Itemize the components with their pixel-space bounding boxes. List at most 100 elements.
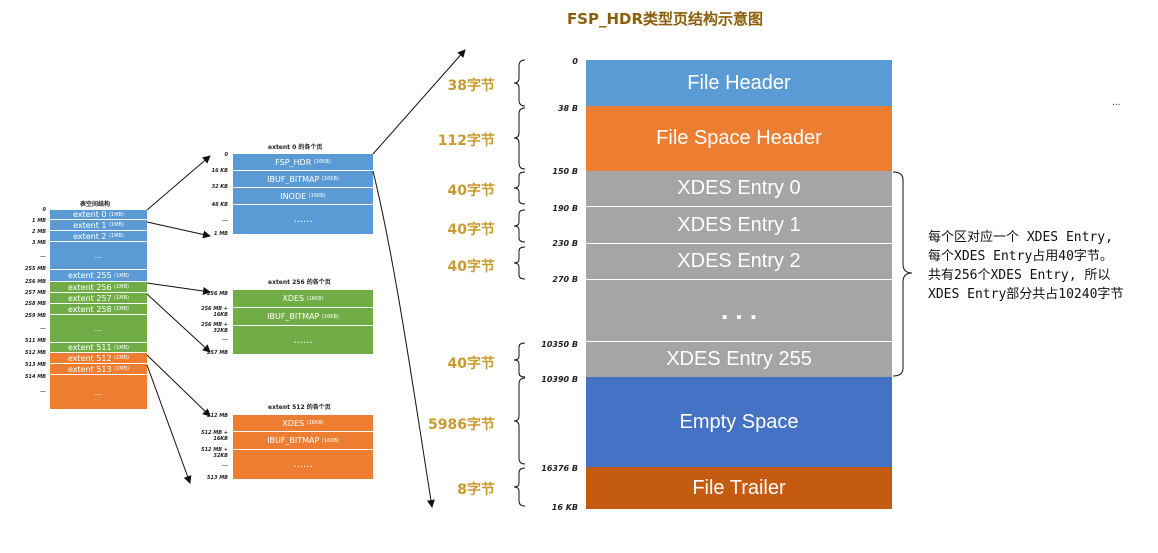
offset-label: 190 B — [552, 204, 578, 213]
extent-0-offset: 16 KB — [211, 168, 228, 174]
xdes-entry-0-block: XDES Entry 0 — [586, 171, 892, 207]
offset-label: 16376 B — [541, 464, 578, 473]
extent-512-offset: 513 MB — [207, 475, 228, 481]
size-label: 40字节 — [447, 259, 495, 275]
offset-label: 0 — [572, 57, 578, 66]
extent-256-offset: 256 MB + 32KB — [201, 322, 228, 334]
tablespace-offset: 512 MB — [25, 350, 46, 356]
brace — [513, 246, 526, 280]
page-segment: XDES (16KB) — [233, 290, 373, 308]
offset-label: 10390 B — [541, 375, 578, 384]
extent-256-caption: extent 256 的各个页 — [268, 279, 331, 286]
arrow — [372, 170, 435, 508]
arrow — [146, 354, 211, 417]
offset-label: 38 B — [557, 104, 578, 113]
tablespace-offset: 0 — [42, 207, 46, 213]
size-label: 40字节 — [447, 183, 495, 199]
xdes-entry-1-block: XDES Entry 1 — [586, 207, 892, 244]
extent-256-offset: ... — [222, 336, 228, 342]
page-segment: XDES (16KB) — [233, 415, 373, 432]
tablespace-offset: 514 MB — [25, 374, 46, 380]
extent-0-offset: 32 KB — [211, 184, 228, 190]
arrow — [146, 155, 211, 211]
extent-256-offset: 257 MB — [207, 350, 228, 356]
extent-512-offset: 512 MB + 32KB — [201, 447, 228, 459]
tablespace-offset: 256 MB — [25, 279, 46, 285]
tablespace-offset: ... — [40, 388, 46, 394]
file-trailer-block: File Trailer — [586, 467, 892, 509]
extent-512-offset: 512 MB + 16KB — [201, 430, 228, 442]
size-label: 40字节 — [447, 356, 495, 372]
tablespace-offset: 1 MB — [31, 218, 46, 224]
extent-segment: extent 1 (1MB) — [50, 220, 147, 231]
offset-label: 10350 B — [541, 340, 578, 349]
extent-256-offset: 256 MB — [207, 291, 228, 297]
brace — [513, 467, 526, 507]
size-label: 40字节 — [447, 222, 495, 238]
extent-segment: extent 255 (1MB) — [50, 270, 147, 282]
tablespace-offset: 259 MB — [25, 313, 46, 319]
page-segment: INODE (16KB) — [233, 188, 373, 205]
tablespace-offset: 255 MB — [25, 266, 46, 272]
extent-segment: extent 2 (1MB) — [50, 231, 147, 242]
tablespace-offset: ... — [40, 253, 46, 259]
brace — [513, 107, 526, 170]
page-segment: ...... — [233, 450, 373, 479]
brace — [892, 171, 913, 377]
extent-512-offset: ... — [222, 462, 228, 468]
tablespace-offset: ... — [40, 325, 46, 331]
page-segment: ...... — [233, 326, 373, 354]
diagram-title: FSP_HDR类型页结构示意图 — [566, 10, 764, 28]
extent-segment: extent 0 (1MB) — [50, 210, 147, 220]
tablespace-offset: 511 MB — [25, 338, 46, 344]
extent-segment: extent 257 (1MB) — [50, 293, 147, 304]
extent-512-offset: 512 MB — [207, 413, 228, 419]
tablespace-caption: 表空间结构 — [80, 201, 111, 208]
arrow — [146, 282, 211, 295]
size-label: 8字节 — [457, 482, 495, 498]
page-segment: FSP_HDR (16KB) — [233, 154, 373, 171]
brace — [513, 171, 526, 205]
arrow — [146, 221, 211, 239]
brace — [513, 209, 526, 243]
extent-0-offset: 48 KB — [211, 202, 228, 208]
page-segment: IBUF_BITMAP (16KB) — [233, 432, 373, 450]
page-segment: IBUF_BITMAP (16KB) — [233, 308, 373, 326]
corner-ellipsis: ... — [1112, 98, 1121, 108]
xdes-entry-255-block: XDES Entry 255 — [586, 342, 892, 377]
extent-0-offset: ... — [222, 217, 228, 223]
extent-segment: ... — [50, 242, 147, 270]
extent-segment: extent 258 (1MB) — [50, 304, 147, 315]
extent-segment: extent 511 (1MB) — [50, 343, 147, 353]
size-label: 38字节 — [447, 78, 495, 94]
tablespace-offset: 513 MB — [25, 362, 46, 368]
offset-label: 16 KB — [551, 503, 578, 512]
empty-space-block: Empty Space — [586, 377, 892, 467]
extent-segment: ... — [50, 315, 147, 343]
page-segment: ...... — [233, 205, 373, 234]
arrow — [372, 49, 466, 155]
extent-segment: extent 512 (1MB) — [50, 353, 147, 364]
xdes-note: 每个区对应一个 XDES Entry, 每个XDES Entry占用40字节。 … — [928, 230, 1124, 302]
offset-label: 230 B — [552, 239, 578, 248]
file-space-header-block: File Space Header — [586, 106, 892, 171]
extent-0-offset: 0 — [224, 152, 228, 158]
offset-label: 270 B — [552, 275, 578, 284]
tablespace-offset: 257 MB — [25, 290, 46, 296]
extent-0-offset: 1 MB — [213, 231, 228, 237]
file-header-block: File Header — [586, 60, 892, 106]
size-label: 112字节 — [437, 133, 495, 149]
brace — [513, 59, 526, 107]
page-segment: IBUF_BITMAP (16KB) — [233, 171, 373, 188]
arrow — [146, 364, 192, 484]
tablespace-offset: 258 MB — [25, 301, 46, 307]
extent-0-caption: extent 0 的各个页 — [268, 144, 323, 151]
extent-segment: extent 513 (1MB) — [50, 364, 147, 375]
brace — [513, 342, 526, 378]
arrow — [146, 293, 211, 353]
tablespace-offset: 3 MB — [31, 240, 46, 246]
size-label: 5986字节 — [428, 417, 495, 433]
extent-256-offset: 256 MB + 16KB — [201, 306, 228, 318]
extent-segment: extent 256 (1MB) — [50, 282, 147, 293]
